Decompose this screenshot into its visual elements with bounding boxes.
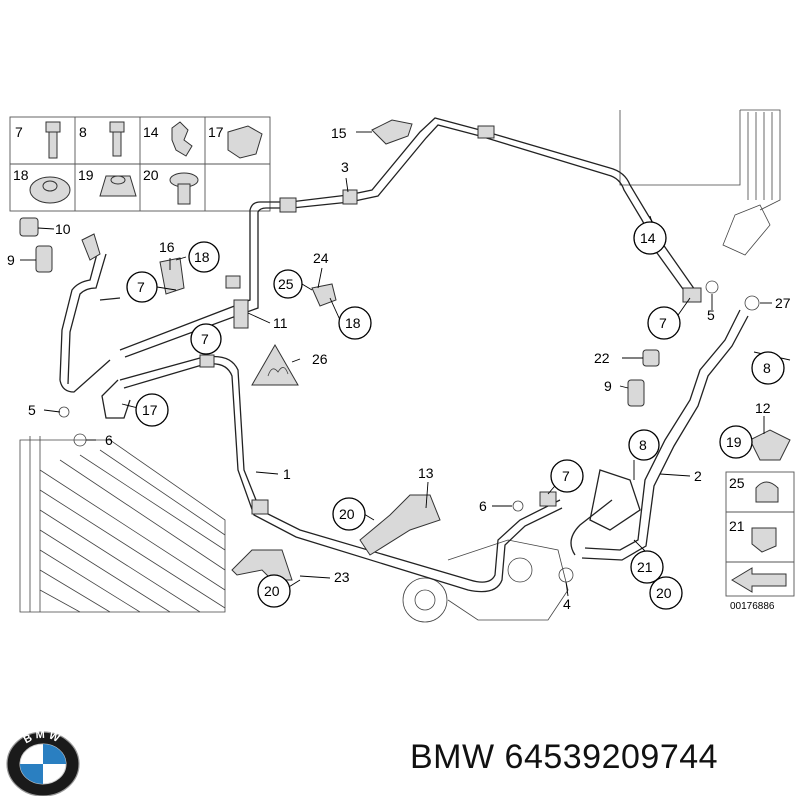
pipe-3: [119, 117, 696, 358]
grid-label-20: 20: [143, 167, 159, 183]
part-number: 64539209744: [504, 738, 719, 776]
nut-19-icon: [99, 175, 137, 197]
grid-label-18: 18: [13, 167, 29, 183]
callout-9b: 9: [604, 378, 612, 394]
callout-27: 27: [775, 295, 791, 311]
callout-8: 8: [763, 360, 771, 376]
callout-8b: 8: [639, 437, 647, 453]
callout-16: 16: [159, 239, 175, 255]
warning-triangle-icon: [251, 343, 299, 386]
bolt-7-icon: [45, 121, 61, 159]
nut-18-icon: [29, 176, 71, 204]
callout-18b: 18: [345, 315, 361, 331]
catalog-number: 00176886: [730, 601, 775, 612]
arrow-icon: [731, 567, 787, 593]
callout-2: 2: [694, 468, 702, 484]
callout-5b: 5: [707, 307, 715, 323]
callout-25: 25: [278, 276, 294, 292]
callout-5: 5: [28, 402, 36, 418]
callout-21: 21: [637, 559, 653, 575]
clip-14-icon: [171, 121, 193, 157]
callout-3: 3: [341, 159, 349, 175]
clip-17-icon: [227, 125, 263, 159]
callout-11: 11: [273, 315, 288, 331]
callout-22: 22: [594, 350, 610, 366]
pipe-2: [570, 309, 749, 561]
brand-name: BMW: [410, 738, 495, 776]
callout-26: 26: [312, 351, 328, 367]
callout-17: 17: [142, 402, 158, 418]
logo-lettering: BMW: [22, 729, 65, 747]
bolt-8-icon: [109, 121, 125, 157]
callout-6b: 6: [479, 498, 487, 514]
bmw-logo: BMW: [4, 726, 82, 797]
callout-23: 23: [334, 569, 350, 585]
legend-label-21: 21: [729, 518, 745, 534]
pipe-left: [59, 249, 131, 419]
grid-label-14: 14: [143, 124, 159, 140]
grid-label-8: 8: [79, 124, 87, 140]
callout-7d: 7: [659, 315, 667, 331]
callout-10: 10: [55, 221, 71, 237]
callout-13: 13: [418, 465, 434, 481]
callout-19: 19: [726, 434, 742, 450]
callout-1: 1: [283, 466, 291, 482]
pipe-1: [119, 354, 563, 593]
callout-6: 6: [105, 432, 113, 448]
parts-grid: 7 8 14 17 18 19 20: [9, 116, 271, 212]
callouts: 15 3 10 9 16 18 7 24 25 18 11 7 26 5 17 …: [7, 125, 791, 612]
grid-label-19: 19: [78, 167, 94, 183]
callout-24: 24: [313, 250, 329, 266]
callout-4: 4: [563, 596, 571, 612]
callout-18: 18: [194, 249, 210, 265]
callout-20c: 20: [656, 585, 672, 601]
condenser-radiator: [19, 436, 226, 613]
evaporator-box: [619, 109, 781, 256]
legend-box: 25 21 00176886: [725, 471, 795, 612]
compressor: [402, 539, 569, 623]
callout-9: 9: [7, 252, 15, 268]
grid-label-7: 7: [15, 124, 23, 140]
grid-label-17: 17: [208, 124, 224, 140]
callout-15: 15: [331, 125, 347, 141]
callout-7: 7: [137, 279, 145, 295]
callout-20b: 20: [264, 583, 280, 599]
callout-7b: 7: [201, 331, 209, 347]
small-parts: [19, 119, 791, 583]
callout-12: 12: [755, 400, 771, 416]
legend-label-25: 25: [729, 475, 745, 491]
bolt-20-icon: [169, 172, 199, 205]
callout-7c: 7: [562, 468, 570, 484]
callout-14: 14: [640, 230, 656, 246]
part-caption: BMW 64539209744: [410, 738, 718, 777]
callout-20: 20: [339, 506, 355, 522]
